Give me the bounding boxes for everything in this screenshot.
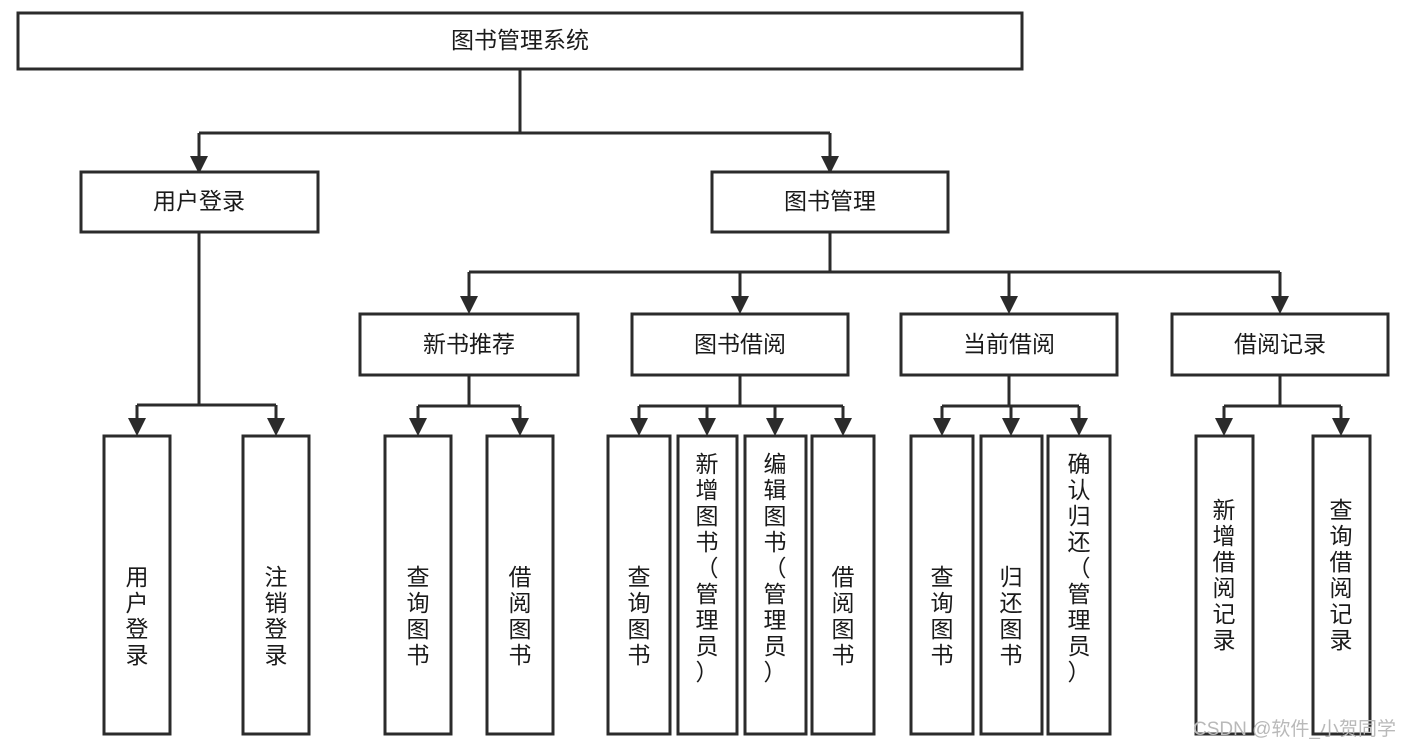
leaf-node-query-borrow-record-box[interactable] xyxy=(1311,434,1372,736)
connector-userlogin-to-leaves xyxy=(135,232,278,422)
leaf-node-borrow-book-box[interactable] xyxy=(810,434,876,736)
arrow-head-icon xyxy=(834,418,852,436)
node-new-book-recommend-label: 新书推荐 xyxy=(423,331,515,357)
leaf-node-add-book-admin-label: 新增图书（管理员） xyxy=(696,451,719,685)
arrow-head-icon xyxy=(1332,418,1350,436)
leaf-node-return-book-label: 归还图书 xyxy=(1000,564,1023,668)
leaf-node-borrow-book-rec-label: 借阅图书 xyxy=(509,564,532,668)
node-book-management-box[interactable] xyxy=(710,170,950,234)
leaf-node-return-book-box[interactable] xyxy=(979,434,1044,736)
node-user-login-box[interactable] xyxy=(79,170,320,234)
arrow-head-icon xyxy=(1070,418,1088,436)
leaf-node-confirm-return-admin-box[interactable] xyxy=(1046,434,1112,736)
node-book-borrow[interactable]: 图书借阅 xyxy=(630,312,850,377)
leaf-node-edit-book-admin-label: 编辑图书（管理员） xyxy=(764,451,787,685)
leaf-node-borrow-book-rec-box[interactable] xyxy=(485,434,555,736)
node-root-label: 图书管理系统 xyxy=(451,27,589,53)
node-borrow-record[interactable]: 借阅记录 xyxy=(1170,312,1390,377)
leaf-node-confirm-return-admin-label: 确认归还（管理员） xyxy=(1068,451,1091,685)
arrow-head-icon xyxy=(511,418,529,436)
connector-borrowrecord-to-leaves xyxy=(1222,375,1343,422)
leaf-node-return-book[interactable]: 归还图书 xyxy=(979,434,1044,736)
leaf-node-query-book-current[interactable]: 查询图书 xyxy=(909,434,975,736)
arrow-head-icon xyxy=(409,418,427,436)
node-new-book-recommend-box[interactable] xyxy=(358,312,580,377)
arrow-head-icon xyxy=(128,418,146,436)
arrow-head-icon xyxy=(1002,418,1020,436)
node-current-borrow-box[interactable] xyxy=(899,312,1119,377)
leaf-node-confirm-return-admin[interactable]: 确认归还（管理员） xyxy=(1046,434,1112,736)
leaf-node-query-book-borrow-label: 查询图书 xyxy=(628,564,651,668)
arrow-head-icon xyxy=(460,296,478,314)
leaf-node-borrow-book[interactable]: 借阅图书 xyxy=(810,434,876,736)
leaf-node-query-book-current-box[interactable] xyxy=(909,434,975,736)
node-user-login-label: 用户登录 xyxy=(153,188,245,214)
leaf-node-query-book-current-label: 查询图书 xyxy=(931,564,954,668)
leaf-node-logout-label: 注销登录 xyxy=(265,564,288,668)
watermark-label: CSDN @软件_小贺同学 xyxy=(1193,718,1396,740)
node-root-box[interactable] xyxy=(16,11,1024,71)
connector-newbook-to-leaves xyxy=(416,375,522,422)
node-current-borrow-label: 当前借阅 xyxy=(963,331,1055,357)
node-user-login[interactable]: 用户登录 xyxy=(79,170,320,234)
node-book-management[interactable]: 图书管理 xyxy=(710,170,950,234)
leaf-node-add-borrow-record[interactable]: 新增借阅记录 xyxy=(1194,434,1255,736)
node-new-book-recommend[interactable]: 新书推荐 xyxy=(358,312,580,377)
arrow-head-icon xyxy=(267,418,285,436)
arrow-head-icon xyxy=(1271,296,1289,314)
node-book-management-label: 图书管理 xyxy=(784,188,876,214)
leaf-node-add-book-admin-box[interactable] xyxy=(676,434,739,736)
node-book-borrow-box[interactable] xyxy=(630,312,850,377)
arrow-head-icon xyxy=(190,156,208,174)
leaf-node-add-book-admin[interactable]: 新增图书（管理员） xyxy=(676,434,739,736)
arrow-head-icon xyxy=(731,296,749,314)
leaf-node-user-login-label: 用户登录 xyxy=(126,564,149,668)
node-root[interactable]: 图书管理系统 xyxy=(16,11,1024,71)
leaf-node-edit-book-admin[interactable]: 编辑图书（管理员） xyxy=(743,434,808,736)
node-book-borrow-label: 图书借阅 xyxy=(694,331,786,357)
connector-currentborrow-to-leaves xyxy=(940,375,1081,422)
node-borrow-record-label: 借阅记录 xyxy=(1234,331,1326,357)
leaf-node-add-borrow-record-box[interactable] xyxy=(1194,434,1255,736)
leaf-node-query-book-rec-label: 查询图书 xyxy=(407,564,430,668)
node-current-borrow[interactable]: 当前借阅 xyxy=(899,312,1119,377)
arrow-head-icon xyxy=(933,418,951,436)
leaf-node-query-borrow-record[interactable]: 查询借阅记录 xyxy=(1311,434,1372,736)
leaf-node-borrow-book-rec[interactable]: 借阅图书 xyxy=(485,434,555,736)
leaf-node-user-login[interactable]: 用户登录 xyxy=(102,434,172,736)
leaf-node-query-book-borrow[interactable]: 查询图书 xyxy=(606,434,672,736)
leaf-node-logout-box[interactable] xyxy=(241,434,311,736)
leaf-node-user-login-box[interactable] xyxy=(102,434,172,736)
arrow-head-icon xyxy=(698,418,716,436)
leaf-node-logout[interactable]: 注销登录 xyxy=(241,434,311,736)
leaf-node-borrow-book-label: 借阅图书 xyxy=(832,564,855,668)
arrow-head-icon xyxy=(630,418,648,436)
arrow-head-icon xyxy=(1000,296,1018,314)
connector-bookborrow-to-leaves xyxy=(637,375,845,422)
node-borrow-record-box[interactable] xyxy=(1170,312,1390,377)
leaf-node-query-book-rec-box[interactable] xyxy=(383,434,453,736)
leaf-node-query-book-rec[interactable]: 查询图书 xyxy=(383,434,453,736)
arrow-head-icon xyxy=(821,156,839,174)
arrow-head-icon xyxy=(1215,418,1233,436)
connector-root-to-level2 xyxy=(197,69,832,158)
arrow-head-icon xyxy=(766,418,784,436)
leaf-node-edit-book-admin-box[interactable] xyxy=(743,434,808,736)
connector-layer xyxy=(128,69,1350,436)
leaf-node-add-borrow-record-label: 新增借阅记录 xyxy=(1213,497,1236,653)
connector-bookmgmt-to-level3 xyxy=(467,232,1282,298)
leaf-node-query-book-borrow-box[interactable] xyxy=(606,434,672,736)
leaf-node-query-borrow-record-label: 查询借阅记录 xyxy=(1330,497,1353,653)
